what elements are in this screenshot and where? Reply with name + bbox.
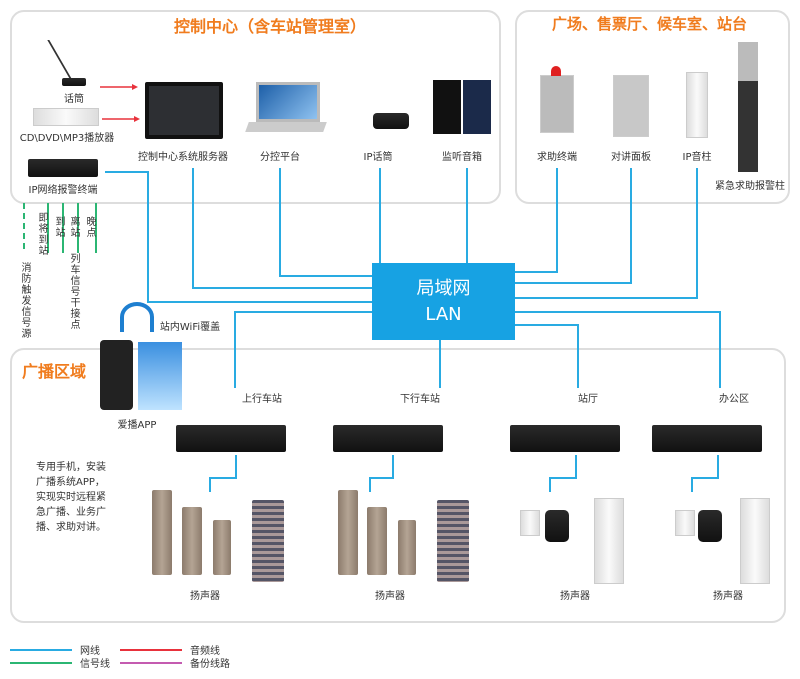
arrive-label: 到站	[53, 216, 64, 238]
amplifier-icon	[510, 425, 620, 452]
wifi-icon	[120, 302, 154, 332]
speaker-label: 扬声器	[560, 591, 590, 602]
speaker-label: 扬声器	[375, 591, 405, 602]
column-speaker-icon	[437, 500, 469, 582]
legend-network: 网线	[10, 642, 100, 657]
server-icon	[145, 82, 223, 139]
alarm-terminal-label: IP网络报警终端	[28, 185, 98, 196]
legend-swatch	[10, 661, 72, 664]
legend-swatch	[120, 661, 182, 664]
train-contact-label: 列车信号干接点	[68, 253, 79, 330]
plaza-title: 广场、售票厅、候车室、站台	[552, 15, 748, 33]
column-speaker-icon	[213, 520, 231, 575]
wall-speaker-icon	[545, 510, 569, 542]
laptop-base-icon	[245, 122, 327, 132]
column-speaker-icon	[182, 507, 202, 575]
app-label: 爱播APP	[117, 420, 157, 431]
legend-backup: 备份线路	[120, 655, 230, 670]
ip-column-icon	[686, 72, 708, 138]
zone-label: 下行车站	[400, 394, 440, 405]
amplifier-icon	[333, 425, 443, 452]
speaker-label: 扬声器	[190, 591, 220, 602]
app-screen-icon	[138, 342, 182, 410]
alarm-terminal-icon	[28, 159, 98, 177]
wall-speaker-icon	[698, 510, 722, 542]
ip-column-label: IP音柱	[682, 152, 712, 163]
sound-column-icon	[594, 498, 624, 584]
app-description: 专用手机，安装广播系统APP，实现实时远程紧急广播、业务广播、求助对讲。	[36, 462, 106, 533]
control-center-panel	[10, 10, 501, 204]
lan-en: LAN	[425, 304, 462, 325]
column-speaker-icon	[367, 507, 387, 575]
zone-label: 办公区	[719, 394, 749, 405]
lan-switch: 局域网 LAN	[372, 263, 515, 340]
control-center-title: 控制中心（含车站管理室）	[174, 17, 367, 36]
ip-mic-label: IP话筒	[363, 152, 393, 163]
column-speaker-icon	[252, 500, 284, 582]
column-speaker-icon	[398, 520, 416, 575]
intercom-panel-icon	[613, 75, 649, 137]
cd-player-icon	[33, 108, 99, 126]
amplifier-icon	[652, 425, 762, 452]
late-label: 晚点	[84, 216, 95, 238]
help-terminal-icon	[540, 75, 574, 133]
alarm-column-icon	[738, 42, 758, 172]
depart-label: 离站	[68, 216, 79, 238]
column-speaker-icon	[152, 490, 172, 575]
plaza-panel	[515, 10, 790, 204]
phone-icon	[100, 340, 133, 410]
sub-console-label: 分控平台	[260, 152, 300, 163]
fire-signal-label: 消防触发信号源	[19, 262, 30, 339]
lan-cn: 局域网	[416, 278, 471, 299]
amplifier-icon	[176, 425, 286, 452]
mic-label: 话筒	[64, 94, 84, 105]
wall-speaker-icon	[675, 510, 695, 536]
legend-swatch	[10, 648, 72, 651]
cd-player-label: CD\DVD\MP3播放器	[19, 133, 115, 144]
alarm-light-icon	[551, 66, 561, 76]
monitor-speaker-icon	[433, 80, 491, 134]
legend-signal: 信号线	[10, 655, 110, 670]
arriving-label: 即将到站	[36, 212, 47, 256]
intercom-panel-label: 对讲面板	[611, 152, 651, 163]
ip-mic-icon	[373, 113, 409, 129]
wall-speaker-icon	[520, 510, 540, 536]
legend-swatch	[120, 648, 182, 651]
column-speaker-icon	[338, 490, 358, 575]
speaker-label: 扬声器	[713, 591, 743, 602]
legend-audio: 音频线	[120, 642, 220, 657]
laptop-icon	[256, 82, 320, 122]
zone-label: 上行车站	[242, 394, 282, 405]
zone-label: 站厅	[578, 394, 598, 405]
help-terminal-label: 求助终端	[537, 152, 577, 163]
alarm-column-label: 紧急求助报警柱	[715, 181, 785, 192]
server-label: 控制中心系统服务器	[138, 152, 228, 163]
broadcast-title: 广播区域	[22, 362, 87, 381]
mic-base-icon	[62, 78, 86, 86]
monitor-speaker-label: 监听音箱	[442, 152, 482, 163]
broadcast-panel	[10, 348, 786, 623]
sound-column-icon	[740, 498, 770, 584]
wifi-label: 站内WiFi覆盖	[159, 322, 221, 333]
